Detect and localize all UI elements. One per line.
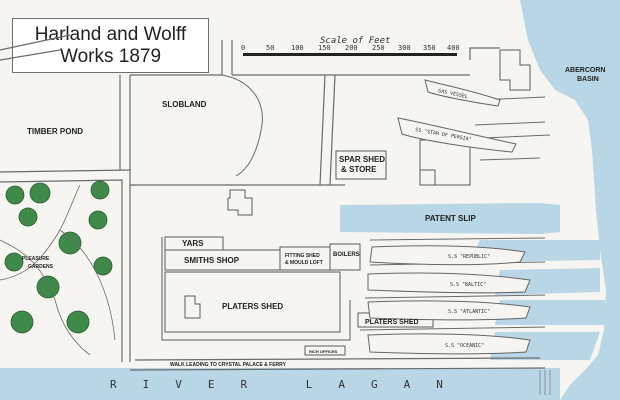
label-spar-shed-1: SPAR SHED (339, 155, 385, 164)
label-abercorn-2: BASIN (577, 76, 599, 83)
label-pleasure-1: PLEASURE (22, 256, 50, 262)
scale-tick-400: 400 (447, 44, 460, 52)
ship-oceanic (367, 333, 531, 355)
scale-tick-100: 100 (291, 44, 304, 52)
label-boilers: BOILERS (333, 252, 360, 258)
label-pleasure-2: GARDENS (28, 264, 54, 270)
tree (58, 231, 82, 255)
tree (10, 310, 34, 334)
ship-label-republic: S.S "REPUBLIC" (448, 254, 490, 260)
tree (29, 182, 51, 204)
scale-tick-0: 0 (241, 44, 245, 52)
map-title-line1: Harland and Wolff (34, 24, 187, 45)
tree (88, 210, 108, 230)
scale-tick-50: 50 (266, 44, 274, 52)
garden-paths (0, 184, 116, 356)
label-smiths-shop: SMITHS SHOP (184, 256, 240, 265)
ship-baltic (367, 272, 531, 294)
office-building-2 (419, 169, 436, 186)
river-lagan-water (0, 368, 560, 400)
river-quay-ticks (539, 370, 551, 395)
ship-label-baltic: S.S "BALTIC" (450, 282, 486, 288)
label-timber-pond: TIMBER POND (27, 127, 83, 136)
label-fitting-shed-2: & MOULD LOFT (285, 260, 323, 266)
spar-shed-building (335, 150, 387, 180)
label-abercorn-1: ABERCORN (565, 67, 605, 74)
ship-gas-vessel (424, 79, 501, 107)
scale-tick-350: 350 (423, 44, 436, 52)
label-platers-shed: PLATERS SHED (222, 302, 283, 311)
label-river-lagan: RIVER LAGAN (110, 378, 469, 391)
tree (18, 207, 38, 227)
label-patent-slip: PATENT SLIP (425, 214, 476, 223)
label-spar-shed-2: & STORE (341, 165, 377, 174)
label-yars: YARS (182, 239, 204, 248)
ship-atlantic (367, 300, 531, 321)
tree (5, 185, 25, 205)
scale-tick-300: 300 (398, 44, 411, 52)
ship-republic (369, 245, 526, 266)
ship-star-of-persia (397, 117, 517, 153)
slobland-boundary (221, 74, 263, 177)
scale-caption: Scale of Feet (320, 36, 390, 46)
label-rich-offices: RICH OFFICES (309, 349, 338, 354)
ship-label-oceanic: S.S "OCEANIC" (445, 343, 484, 349)
small-building (227, 189, 253, 216)
tree (90, 180, 110, 200)
label-slobland: SLOBLAND (162, 100, 207, 109)
patent-slip-water (340, 203, 560, 234)
road-lines (0, 34, 546, 371)
scale-tick-150: 150 (318, 44, 331, 52)
scale-bar: Scale of Feet 0 50 100 150 200 250 300 3… (241, 36, 460, 56)
ship-label-atlantic: S.S "ATLANTIC" (448, 309, 490, 315)
map-title-line2: Works 1879 (59, 46, 162, 67)
basin-building (499, 49, 531, 91)
scale-tick-200: 200 (345, 44, 358, 52)
label-walk: WALK LEADING TO CRYSTAL PALACE & FERRY (170, 362, 287, 368)
tree (93, 256, 113, 276)
tree (36, 275, 60, 299)
pleasure-gardens-trees (4, 180, 113, 334)
tree (66, 310, 90, 334)
scale-tick-250: 250 (372, 44, 385, 52)
boilers-building (329, 243, 361, 271)
label-platers-shed-2: PLATERS SHED (365, 319, 419, 326)
tree (4, 252, 24, 272)
rich-offices-building (304, 345, 346, 356)
abercorn-basin-water (520, 0, 620, 400)
small-building-2 (184, 295, 201, 319)
map-title-box: Harland and Wolff Works 1879 (12, 18, 209, 73)
label-fitting-shed-1: FITTING SHED (285, 253, 320, 259)
spar-shed-inner (161, 237, 351, 341)
